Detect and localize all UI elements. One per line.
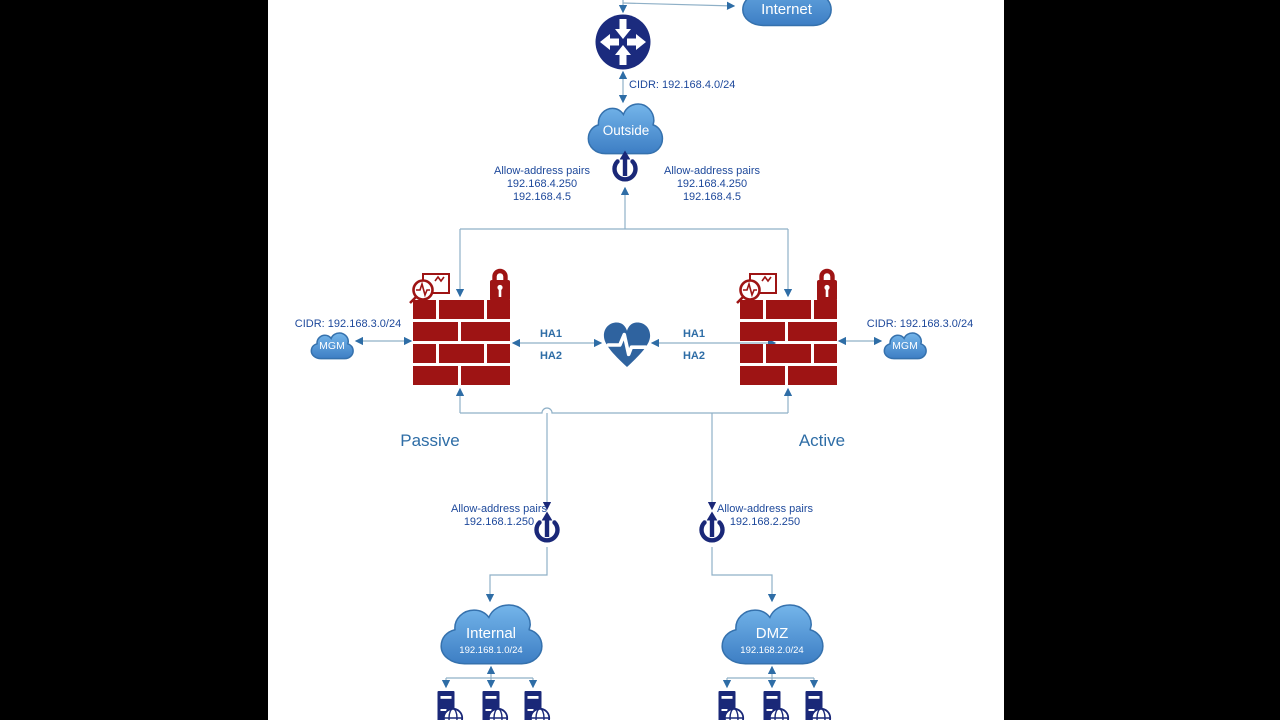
allow-pairs-ip: 192.168.4.5 [512,191,572,203]
link-router-internet [622,1,736,11]
cidr-outside-label: CIDR: 192.168.4.0/24 [629,79,736,91]
passive-role-label: Passive [400,431,460,450]
internal-label: Internal [465,625,517,642]
server-icon [481,690,509,720]
network-diagram [310,0,927,720]
allow-pairs-internal: Allow-address pairs 192.168.1.250 [438,503,560,529]
allow-pairs-title: Allow-address pairs [494,165,590,177]
cidr-mgm-left-label: CIDR: 192.168.3.0/24 [294,318,402,330]
internal-network-label: Internal 192.168.1.0/24 [439,625,543,656]
lock-icon-left [490,271,510,301]
monitoring-icon-left [408,272,451,305]
firewall-icon-passive [413,300,510,385]
ha2-label-left: HA2 [539,350,562,362]
ha1-label-left: HA1 [539,328,562,340]
server-icon [717,690,745,720]
allow-pairs-ip: 192.168.4.250 [676,178,748,190]
server-icon [762,690,790,720]
dmz-subnet-label: 192.168.2.0/24 [740,645,804,656]
server-icon [804,690,832,720]
active-role-label: Active [798,431,846,450]
link-connector-internal [485,547,548,603]
internet-label: Internet [761,1,812,18]
mgm-right-label: MGM [892,340,918,352]
allow-pairs-ip: 192.168.1.250 [463,516,535,528]
allow-pairs-title: Allow-address pairs [717,503,813,515]
allow-pairs-title: Allow-address pairs [451,503,547,515]
interface-connector-icon-outside [615,151,636,180]
ha2-label-right: HA2 [682,350,705,362]
bus-bottom [460,407,788,414]
heartbeat-icon [603,322,651,367]
allow-pairs-ip: 192.168.4.250 [506,178,578,190]
router-icon [595,14,651,70]
allow-pairs-title: Allow-address pairs [664,165,760,177]
allow-pairs-ip: 192.168.4.5 [682,191,742,203]
lock-icon-right [817,271,837,301]
server-icon [436,690,464,720]
allow-pairs-outside-right: Allow-address pairs 192.168.4.250 192.16… [651,165,773,204]
connection-lines [354,0,883,689]
dmz-network-label: DMZ 192.168.2.0/24 [720,625,824,656]
allow-pairs-outside-left: Allow-address pairs 192.168.4.250 192.16… [481,165,603,204]
dmz-label: DMZ [755,625,789,642]
monitoring-icon-right [735,272,778,305]
internal-subnet-label: 192.168.1.0/24 [459,645,523,656]
allow-pairs-ip: 192.168.2.250 [729,516,801,528]
ha1-label-right: HA1 [682,328,705,340]
server-icon [523,690,551,720]
allow-pairs-dmz: Allow-address pairs 192.168.2.250 [704,503,826,529]
diagram-canvas: Internet CIDR: 192.168.4.0/24 Outside Al… [268,0,1004,720]
link-connector-dmz [711,547,777,603]
cidr-mgm-right-label: CIDR: 192.168.3.0/24 [866,318,974,330]
outside-label: Outside [602,123,650,138]
mgm-left-label: MGM [319,340,345,352]
